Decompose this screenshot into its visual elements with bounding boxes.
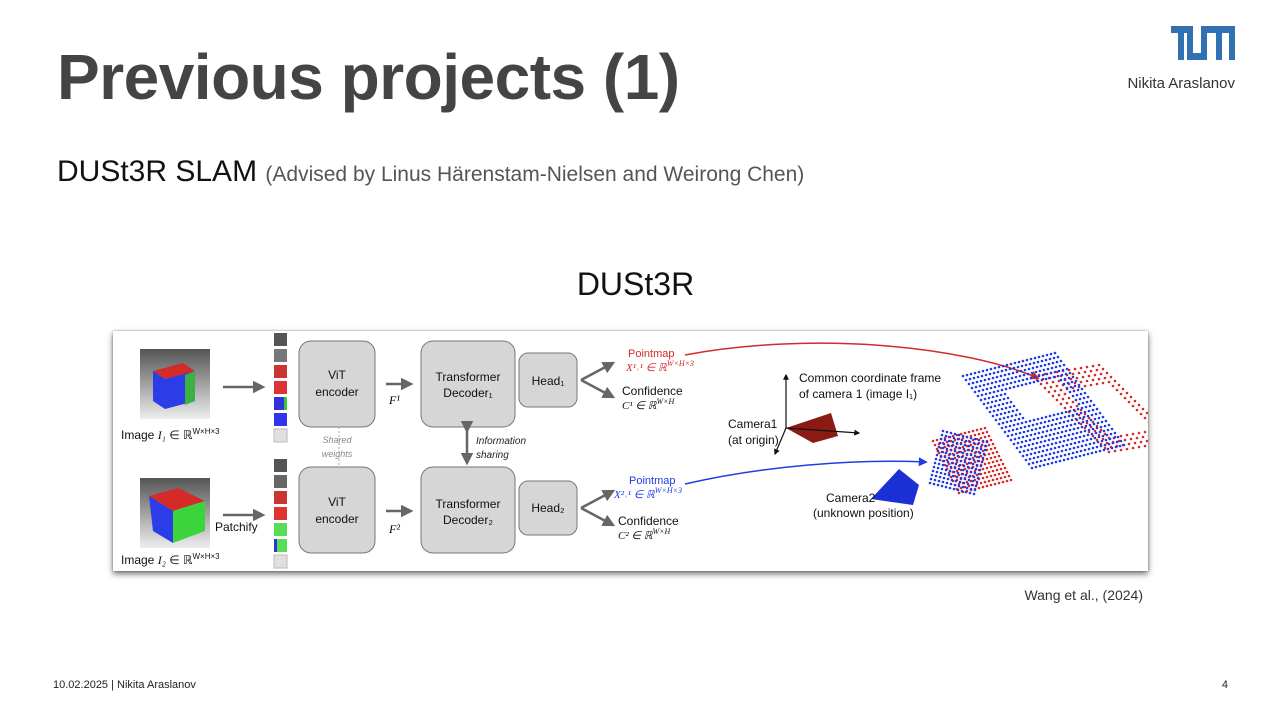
input-image-1 xyxy=(140,349,210,419)
dec1-label-1: Transformer xyxy=(436,370,501,384)
project-name: DUSt3R SLAM xyxy=(57,155,258,188)
dust3r-architecture-figure: Image I₁ ∈ ℝW×H×3 Image I₂ ∈ ℝW×H×3 Patc… xyxy=(113,331,1148,571)
citation: Wang et al., (2024) xyxy=(1024,587,1143,603)
head2-label: Head₂ xyxy=(531,501,565,515)
project-subtitle: DUSt3R SLAM (Advised by Linus Härenstam-… xyxy=(57,155,804,189)
frame-label-1: Common coordinate frame xyxy=(799,371,941,385)
patchify-label: Patchify xyxy=(215,520,258,534)
camera1-label-2: (at origin) xyxy=(728,433,779,447)
project-advisors: (Advised by Linus Härenstam-Nielsen and … xyxy=(265,163,805,186)
coordinate-frame xyxy=(774,373,861,456)
head-1 xyxy=(518,352,578,408)
dec2-label-2: Decoder₂ xyxy=(443,513,493,527)
shared-label-1: Shared xyxy=(322,435,352,445)
slide-title: Previous projects (1) xyxy=(57,41,680,113)
camera2-label-2: (unknown position) xyxy=(813,506,914,520)
figure-title: DUSt3R xyxy=(576,266,695,302)
transformer-decoder-2 xyxy=(420,466,516,554)
vit1-label-1: ViT xyxy=(328,368,346,382)
confidence1-label: Confidence xyxy=(622,384,683,398)
camera2-label-1: Camera2 xyxy=(826,491,876,505)
dec2-label-1: Transformer xyxy=(436,497,501,511)
info-label-1: Information xyxy=(476,436,526,447)
arrow-head1-pointmap xyxy=(580,361,616,382)
confidence1-formula: C¹ ∈ ℝW×H xyxy=(622,397,676,412)
confidence2-formula: C² ∈ ℝW×H xyxy=(618,527,672,542)
pointmap2-curve xyxy=(684,457,928,485)
vit2-label-2: encoder xyxy=(315,512,358,526)
tum-logo xyxy=(1171,26,1235,60)
pointmap2-formula: X²˒¹ ∈ ℝW×H×3 xyxy=(613,486,682,501)
camera1-label-1: Camera1 xyxy=(728,417,778,431)
head1-label: Head₁ xyxy=(532,374,565,388)
patch-tokens-2 xyxy=(273,459,288,569)
pointcloud-visualization xyxy=(928,351,1148,496)
pointmap1-label: Pointmap xyxy=(628,348,674,360)
vit-encoder-1 xyxy=(298,340,376,428)
page-number: 4 xyxy=(1221,679,1228,691)
patch-tokens-1 xyxy=(273,333,288,443)
vit1-label-2: encoder xyxy=(315,385,358,399)
frame-label-2: of camera 1 (image I₁) xyxy=(799,387,917,401)
dec1-label-2: Decoder₁ xyxy=(443,386,492,400)
arrow-head2-confidence xyxy=(580,506,616,527)
vit-encoder-2 xyxy=(298,466,376,554)
arrow-head1-confidence xyxy=(580,378,616,399)
camera1-icon xyxy=(786,413,838,443)
footer-date-author: 10.02.2025 | Nikita Araslanov xyxy=(53,679,196,691)
header-author: Nikita Araslanov xyxy=(1127,75,1235,92)
camera2-icon xyxy=(871,469,919,505)
vit2-label-1: ViT xyxy=(328,495,346,509)
pointmap1-formula: X¹˒¹ ∈ ℝW×H×3 xyxy=(625,359,694,374)
head-2 xyxy=(518,480,578,536)
image2-label: Image I₂ ∈ ℝW×H×3 xyxy=(121,552,220,567)
input-image-2 xyxy=(140,478,210,548)
info-label-2: sharing xyxy=(476,450,509,461)
f1-label: F¹ xyxy=(388,393,400,407)
shared-label-2: weights xyxy=(322,449,353,459)
arrow-head2-pointmap xyxy=(580,489,616,510)
image1-label: Image I₁ ∈ ℝW×H×3 xyxy=(121,427,220,442)
confidence2-label: Confidence xyxy=(618,514,679,528)
transformer-decoder-1 xyxy=(420,340,516,428)
pointmap2-label: Pointmap xyxy=(629,475,675,487)
f2-label: F² xyxy=(388,522,400,536)
